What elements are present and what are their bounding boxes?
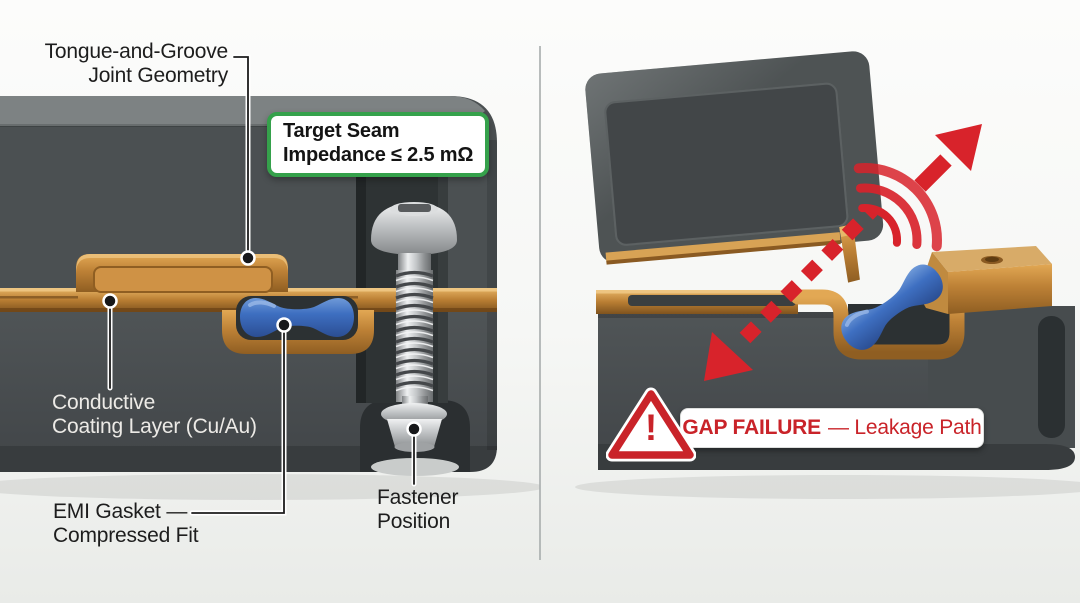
target-seam-impedance-badge: Target Seam Impedance ≤ 2.5 mΩ <box>267 112 490 178</box>
gap-leakage-dashed-arrow-icon <box>704 204 878 381</box>
ground-shadow <box>575 475 1080 499</box>
callout-dot <box>406 421 422 437</box>
gap-failure-suffix: — Leakage Path <box>827 416 982 439</box>
fastener-position-label: Fastener Position <box>377 486 458 533</box>
lifted-lid <box>585 51 884 283</box>
fastener-screw <box>371 202 457 452</box>
label-line: EMI Gasket — <box>53 500 188 523</box>
label-line: Position <box>377 509 451 533</box>
right-gap-failure-illustration <box>575 51 1080 499</box>
conductive-coating-label: Conductive Coating Layer (Cu/Au) <box>52 391 257 438</box>
callout-dot <box>276 317 292 333</box>
callout-lines <box>107 54 417 516</box>
label-line: Tongue-and-Groove <box>44 40 229 63</box>
badge-line: Impedance ≤ 2.5 mΩ <box>283 143 474 166</box>
panel-divider <box>539 46 541 560</box>
warning-exclamation: ! <box>644 407 658 448</box>
label-line: Conductive <box>52 391 156 414</box>
gasket-groove-open <box>790 289 965 360</box>
callout-dot <box>102 293 118 309</box>
gap-failure-banner: GAP FAILURE — Leakage Path <box>680 408 984 448</box>
emi-gasket-label: EMI Gasket — Compressed Fit <box>53 500 199 547</box>
emi-gasket-displaced <box>841 264 943 350</box>
badge-line: Target Seam <box>283 120 400 142</box>
screw-drive-slot <box>398 204 431 212</box>
tongue-and-groove-joint <box>76 254 288 293</box>
gap-failure-title: GAP FAILURE <box>682 416 821 439</box>
label-line: Joint Geometry <box>88 63 228 87</box>
label-line: Fastener <box>377 486 459 509</box>
lid-copper-strip <box>605 232 841 263</box>
callout-dot <box>240 250 256 266</box>
ground-shadow <box>0 474 540 500</box>
label-line: Compressed Fit <box>53 523 199 547</box>
label-line: Coating Layer (Cu/Au) <box>52 414 257 438</box>
emi-gasket-compressed <box>240 298 354 337</box>
fastener-channel <box>1038 316 1065 438</box>
screw-threads <box>395 270 434 388</box>
lid-tongue-tab <box>839 223 860 283</box>
left-seam-cross-section-illustration <box>0 54 540 516</box>
emi-wave-icon <box>853 163 942 252</box>
warning-triangle-icon: ! <box>606 387 696 463</box>
tongue-and-groove-label: Tongue-and-Groove Joint Geometry <box>30 40 229 87</box>
escape-arrow-icon <box>914 124 982 192</box>
callout-dots <box>102 250 422 437</box>
